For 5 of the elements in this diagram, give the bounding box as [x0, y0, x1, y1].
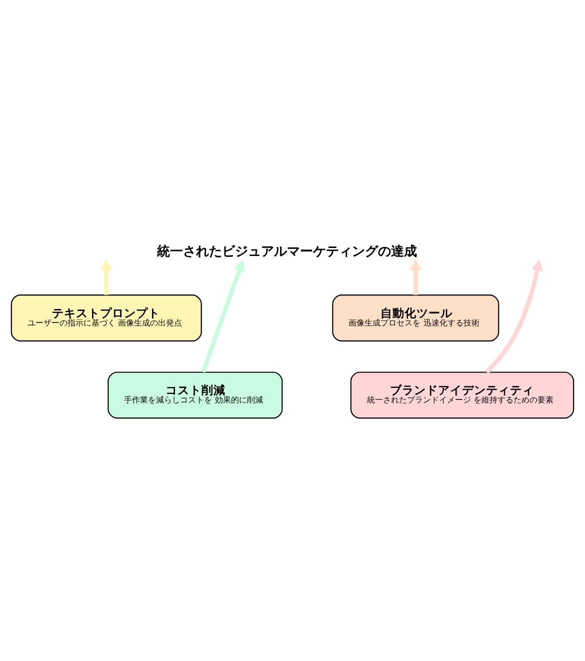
arrow: [201, 259, 246, 373]
arrow: [410, 259, 422, 295]
diagram-title: 統一されたビジュアルマーケティングの達成: [157, 244, 418, 260]
arrow: [100, 259, 112, 295]
arrow: [485, 259, 544, 374]
